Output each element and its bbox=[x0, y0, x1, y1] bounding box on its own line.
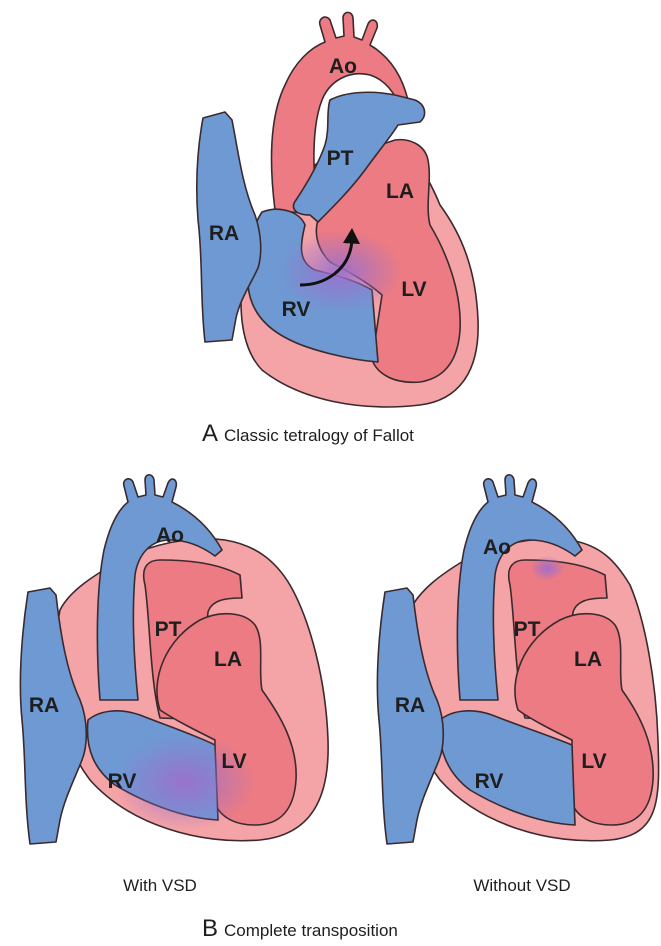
panel-a-label-ra: RA bbox=[209, 222, 239, 245]
with-vsd-label-ao: Ao bbox=[156, 524, 184, 547]
without-vsd-label-lv: LV bbox=[581, 750, 606, 773]
without-vsd-label-ao: Ao bbox=[483, 536, 511, 559]
without-vsd-caption: Without VSD bbox=[473, 876, 570, 895]
without-vsd-label-la: LA bbox=[574, 648, 602, 671]
with-vsd-caption: With VSD bbox=[123, 876, 197, 895]
with-vsd-label-la: LA bbox=[214, 648, 242, 671]
panel-b-caption: Complete transposition bbox=[224, 921, 398, 940]
panel-a-label-lv: LV bbox=[401, 278, 426, 301]
panel-a-label-la: LA bbox=[386, 180, 414, 203]
panel-b-without-vsd-heart bbox=[377, 475, 658, 844]
with-vsd-label-rv: RV bbox=[108, 770, 137, 793]
with-vsd-label-ra: RA bbox=[29, 694, 59, 717]
panel-a-caption: Classic tetralogy of Fallot bbox=[224, 426, 414, 445]
panel-b-caption-letter: B bbox=[202, 915, 218, 942]
with-vsd-label-pt: PT bbox=[155, 618, 182, 641]
without-vsd-label-ra: RA bbox=[395, 694, 425, 717]
panel-a-label-pt: PT bbox=[327, 147, 354, 170]
panel-a-caption-letter: A bbox=[202, 420, 218, 447]
panel-a-label-ao: Ao bbox=[329, 55, 357, 78]
without-vsd-label-pt: PT bbox=[514, 618, 541, 641]
without-vsd-label-rv: RV bbox=[475, 770, 504, 793]
with-vsd-label-lv: LV bbox=[221, 750, 246, 773]
panel-a-label-rv: RV bbox=[282, 298, 311, 321]
